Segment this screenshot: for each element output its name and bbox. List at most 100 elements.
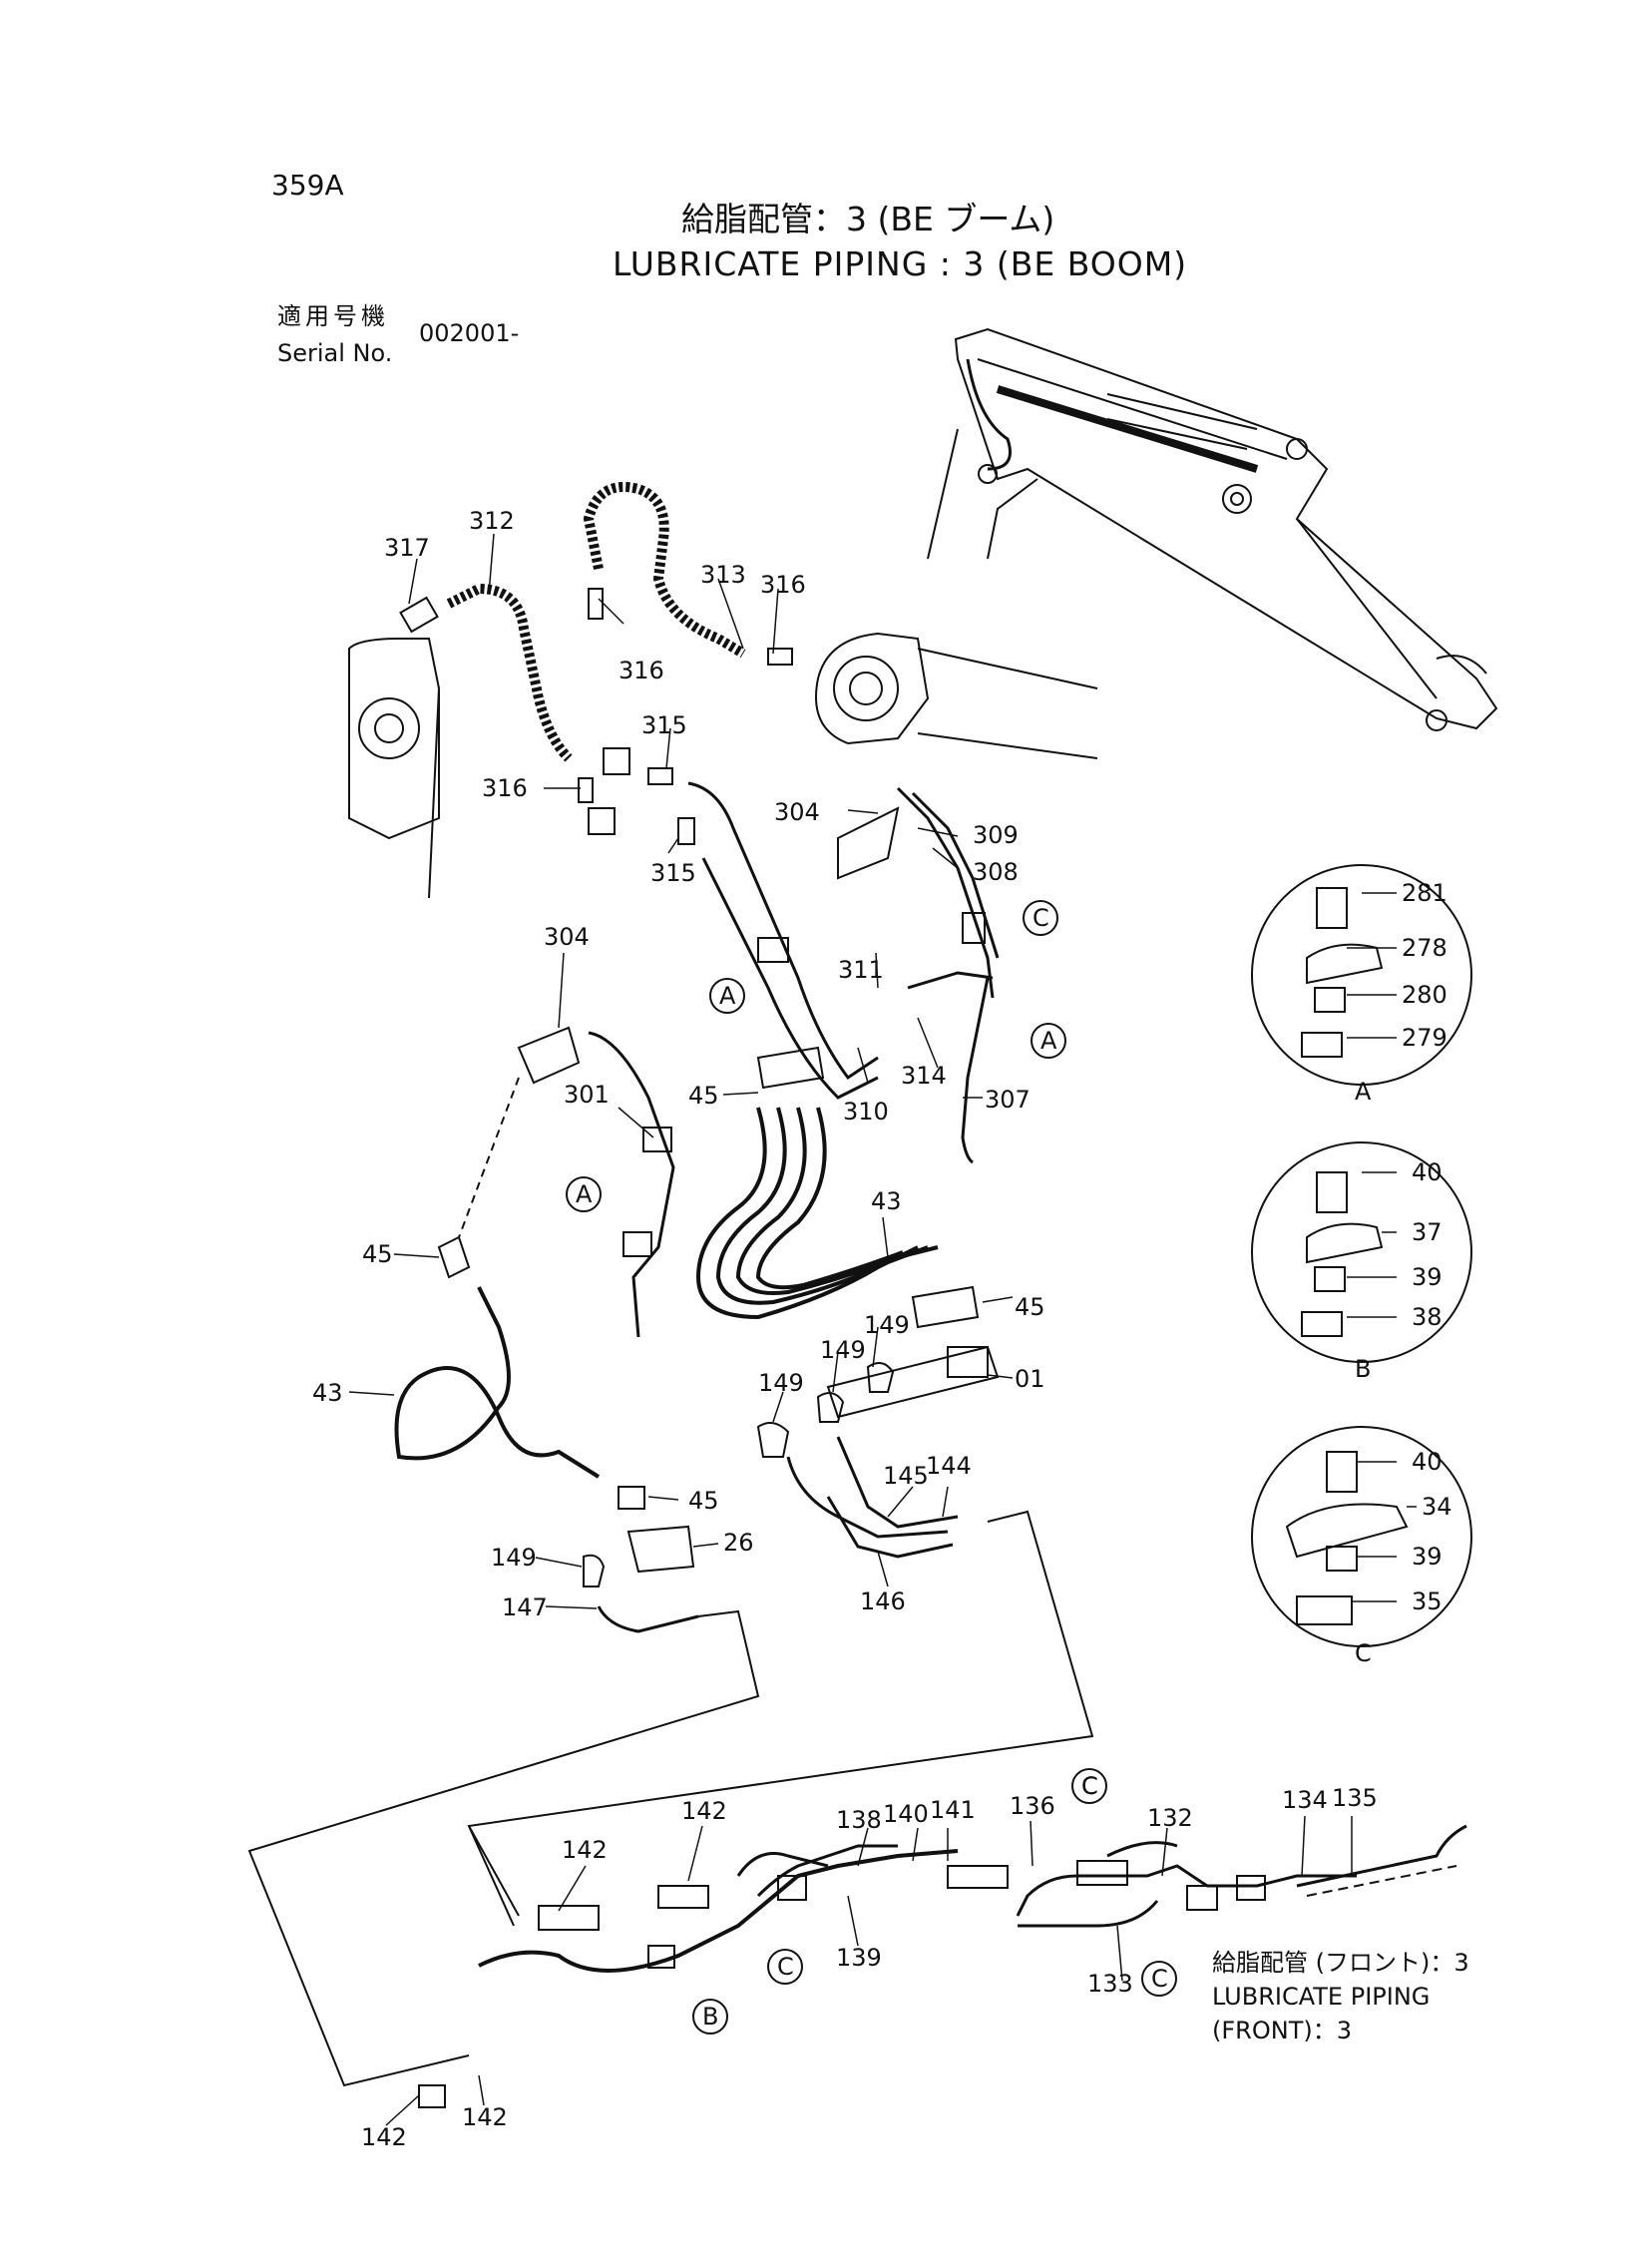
leader-lines xyxy=(348,533,1417,2126)
block-fitting xyxy=(603,747,630,775)
label-43-left: 43 xyxy=(312,1379,343,1407)
label-01: 01 xyxy=(1015,1365,1045,1393)
elbow-149-c xyxy=(866,1362,895,1393)
label-315-lower: 315 xyxy=(650,859,696,887)
detail-a-280: 280 xyxy=(1402,981,1447,1009)
clamp-c1 xyxy=(962,912,986,944)
label-146: 146 xyxy=(860,1587,906,1615)
title-japanese: 給脂配管：3 (BE ブーム) xyxy=(681,200,1055,238)
label-308: 308 xyxy=(973,858,1019,886)
pipe-146 xyxy=(826,1496,954,1559)
label-149-bottom: 149 xyxy=(491,1544,537,1572)
label-43-center: 43 xyxy=(871,1187,902,1215)
label-142-c: 142 xyxy=(361,2123,407,2151)
marker-a-2: A xyxy=(1040,1027,1057,1055)
label-132: 132 xyxy=(1147,1804,1193,1832)
label-136: 136 xyxy=(1010,1792,1055,1820)
note-line-en: LUBRICATE PIPING xyxy=(1212,1983,1431,2011)
label-312: 312 xyxy=(469,507,515,535)
label-134: 134 xyxy=(1282,1786,1328,1814)
pipe-145 xyxy=(786,1456,949,1539)
label-135: 135 xyxy=(1332,1784,1378,1812)
pipe-307 xyxy=(961,977,990,1164)
label-149-c: 149 xyxy=(758,1369,804,1397)
label-45-bottom: 45 xyxy=(688,1487,719,1515)
label-311: 311 xyxy=(838,956,884,984)
label-138: 138 xyxy=(836,1806,882,1834)
part-labels: 317 312 313 316 316 316 315 315 304 309 … xyxy=(312,507,1452,2151)
clamp-301-a xyxy=(642,1127,672,1152)
bracket-304-upper xyxy=(837,806,900,880)
pipe-314 xyxy=(907,971,994,990)
label-45-right: 45 xyxy=(1015,1293,1045,1321)
label-316-mid: 316 xyxy=(619,657,664,684)
note-line-ja: 給脂配管 (フロント)：3 xyxy=(1212,1949,1469,1977)
label-316-top: 316 xyxy=(760,571,806,599)
label-145: 145 xyxy=(883,1462,929,1490)
detail-b-40: 40 xyxy=(1412,1158,1443,1186)
label-139: 139 xyxy=(836,1944,882,1972)
marker-c-3: C xyxy=(777,1953,794,1981)
hose-bundle-43 xyxy=(695,1046,980,1329)
elbow-149-a xyxy=(756,1422,790,1458)
boom-cylinder-end xyxy=(348,638,440,899)
serial-label-japanese: 適用号機 xyxy=(277,302,389,330)
label-307: 307 xyxy=(985,1086,1031,1114)
pipe-311 xyxy=(687,781,879,1081)
title-english: LUBRICATE PIPING : 3 (BE BOOM) xyxy=(613,244,1188,283)
fitting-316a xyxy=(588,588,604,620)
label-149-b: 149 xyxy=(820,1336,866,1364)
page-code: 359A xyxy=(271,169,344,202)
detail-b-37: 37 xyxy=(1412,1218,1443,1246)
hose-43-left xyxy=(394,1286,601,1479)
arm-cylinder-end xyxy=(815,632,1098,759)
detail-b-39: 39 xyxy=(1412,1263,1443,1291)
detail-a-278: 278 xyxy=(1402,934,1447,962)
marker-a-3: A xyxy=(576,1180,593,1208)
detail-c-35: 35 xyxy=(1412,1587,1443,1615)
fitting-45-bottom xyxy=(618,1486,645,1510)
block-fitting-lower xyxy=(588,807,616,835)
note-line-ref: (FRONT)：3 xyxy=(1212,2017,1352,2044)
hose-312 xyxy=(446,583,573,762)
label-316-left: 316 xyxy=(482,774,528,802)
dash-link-147 xyxy=(247,1609,760,2087)
label-301: 301 xyxy=(564,1081,610,1109)
label-142-b: 142 xyxy=(562,1836,608,1864)
dash-link-145 xyxy=(467,1510,1094,1927)
detail-view-a xyxy=(1251,864,1472,1086)
label-304-upper: 304 xyxy=(774,798,820,826)
label-142-a: 142 xyxy=(681,1797,727,1825)
front-piping-assembly xyxy=(418,1824,1467,2108)
label-26: 26 xyxy=(723,1529,754,1557)
marker-b-1: B xyxy=(702,2003,718,2031)
detail-a-281: 281 xyxy=(1402,879,1447,907)
detail-view-c xyxy=(1251,1426,1472,1647)
label-140: 140 xyxy=(883,1800,929,1828)
dash-line-304 xyxy=(458,1077,520,1238)
block-26 xyxy=(626,1525,695,1574)
detail-view-b xyxy=(1251,1141,1472,1363)
label-147: 147 xyxy=(502,1593,548,1621)
block-01 xyxy=(947,1346,989,1378)
marker-c-1: C xyxy=(1032,904,1049,932)
serial-label-english: Serial No. xyxy=(277,339,393,367)
label-149-a: 149 xyxy=(864,1311,910,1339)
label-317: 317 xyxy=(384,534,430,562)
dash-link-142 xyxy=(468,1825,520,1917)
label-133: 133 xyxy=(1087,1970,1133,1998)
boom-overview-illustration xyxy=(927,327,1498,731)
pipe-301 xyxy=(588,1031,675,1338)
elbow-45-left xyxy=(437,1235,471,1279)
elbow-149-bottom xyxy=(583,1554,606,1587)
clamp-301-b xyxy=(622,1231,652,1257)
clamp-a1 xyxy=(757,937,789,963)
pipe-147 xyxy=(597,1605,699,1633)
detail-a-letter: A xyxy=(1355,1078,1372,1106)
label-144: 144 xyxy=(926,1452,972,1480)
hose-313 xyxy=(583,482,746,659)
label-45-left: 45 xyxy=(362,1240,393,1268)
detail-c-letter: C xyxy=(1355,1639,1372,1667)
fitting-315b xyxy=(677,817,695,845)
